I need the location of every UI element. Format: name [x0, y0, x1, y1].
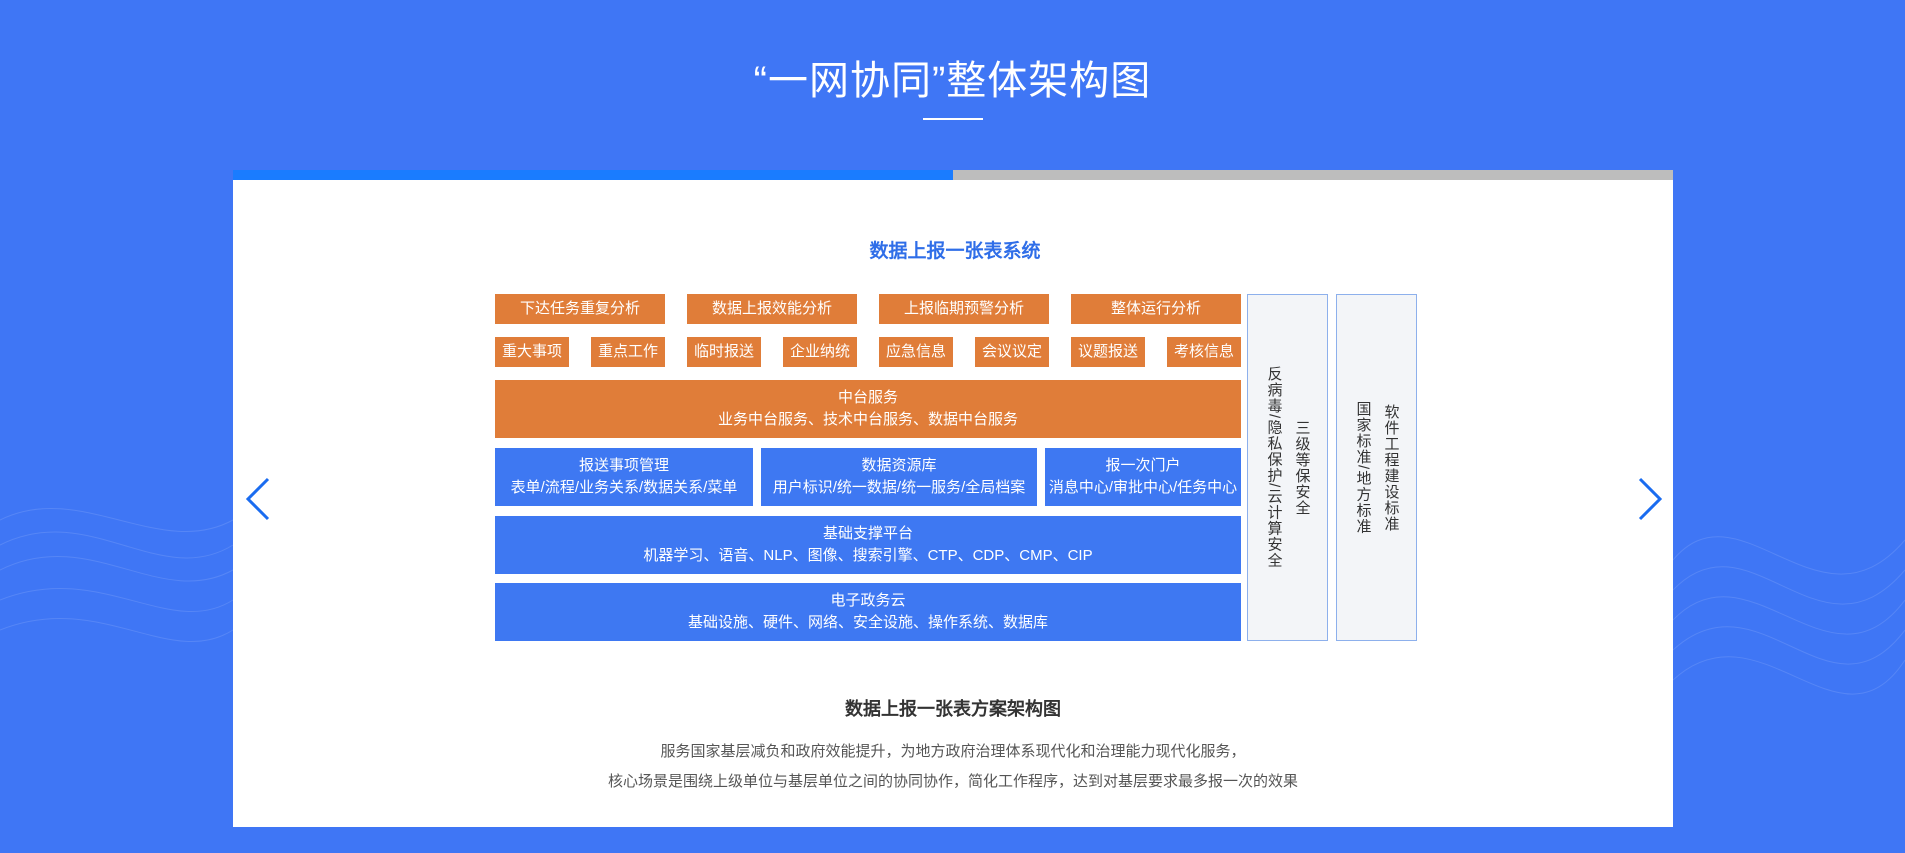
support-platform-box: 基础支撑平台 机器学习、语音、NLP、图像、搜索引擎、CTP、CDP、CMP、C… [495, 516, 1241, 574]
chevron-left-icon [245, 477, 270, 521]
gov-cloud-title: 电子政务云 [830, 592, 906, 609]
diagram-caption-line: 核心场景是围绕上级单位与基层单位之间的协同协作，简化工作程序，达到对基层要求最多… [607, 773, 1298, 790]
diagram-title: 数据上报一张表系统 [869, 241, 1041, 262]
module-title: 数据资源库 [861, 457, 937, 474]
analysis-box: 上报临期预警分析 [879, 294, 1049, 324]
item-box: 会议议定 [975, 337, 1049, 367]
item-box: 重点工作 [591, 337, 665, 367]
gov-cloud-box: 电子政务云 基础设施、硬件、网络、安全设施、操作系统、数据库 [495, 583, 1241, 641]
diagram-caption-title: 数据上报一张表方案架构图 [845, 699, 1061, 719]
title-underline [923, 118, 983, 120]
item-box: 应急信息 [879, 337, 953, 367]
slide-progress-fill [233, 170, 953, 180]
module-box: 数据资源库 用户标识/统一数据/统一服务/全局档案 [761, 448, 1037, 506]
item-box: 临时报送 [687, 337, 761, 367]
prev-slide-button[interactable] [240, 474, 280, 524]
slide-progress-bar [233, 170, 1673, 180]
security-column-title: 三级等保安全 [1293, 419, 1311, 516]
module-detail: 消息中心/审批中心/任务中心 [1048, 479, 1238, 496]
analysis-box: 整体运行分析 [1071, 294, 1241, 324]
item-box: 重大事项 [495, 337, 569, 367]
standards-column-detail: 国家标准/地方标准 [1354, 400, 1372, 535]
module-box: 报送事项管理 表单/流程/业务关系/数据关系/菜单 [495, 448, 753, 506]
item-box: 议题报送 [1071, 337, 1145, 367]
middle-platform-title: 中台服务 [837, 389, 898, 406]
module-box: 报一次门户 消息中心/审批中心/任务中心 [1045, 448, 1241, 506]
module-title: 报一次门户 [1105, 457, 1181, 474]
module-title: 报送事项管理 [578, 457, 669, 474]
security-column: 三级等保安全 反病毒/隐私保护/云计算安全 [1247, 294, 1328, 641]
security-column-detail: 反病毒/隐私保护/云计算安全 [1265, 366, 1283, 569]
support-platform-detail: 机器学习、语音、NLP、图像、搜索引擎、CTP、CDP、CMP、CIP [643, 547, 1093, 564]
diagram-caption-line: 服务国家基层减负和政府效能提升，为地方政府治理体系现代化和治理能力现代化服务， [660, 743, 1246, 760]
module-detail: 用户标识/统一数据/统一服务/全局档案 [772, 479, 1026, 496]
standards-column: 软件工程建设标准 国家标准/地方标准 [1336, 294, 1417, 641]
module-detail: 表单/流程/业务关系/数据关系/菜单 [510, 479, 738, 496]
next-slide-button[interactable] [1628, 474, 1668, 524]
middle-platform-box: 中台服务 业务中台服务、技术中台服务、数据中台服务 [495, 380, 1241, 438]
gov-cloud-detail: 基础设施、硬件、网络、安全设施、操作系统、数据库 [687, 614, 1048, 631]
architecture-diagram: 数据上报一张表系统 下达任务重复分析 数据上报效能分析 上报临期预警分析 整体运… [495, 240, 1417, 660]
item-box: 企业纳统 [783, 337, 857, 367]
middle-platform-detail: 业务中台服务、技术中台服务、数据中台服务 [717, 411, 1018, 428]
page-title: “一网协同”整体架构图 [753, 59, 1152, 103]
item-box: 考核信息 [1167, 337, 1241, 367]
slide-card: 数据上报一张表系统 下达任务重复分析 数据上报效能分析 上报临期预警分析 整体运… [233, 170, 1673, 827]
analysis-box: 下达任务重复分析 [495, 294, 665, 324]
standards-column-title: 软件工程建设标准 [1382, 403, 1400, 532]
analysis-box: 数据上报效能分析 [687, 294, 857, 324]
support-platform-title: 基础支撑平台 [822, 525, 913, 542]
chevron-right-icon [1638, 477, 1663, 521]
